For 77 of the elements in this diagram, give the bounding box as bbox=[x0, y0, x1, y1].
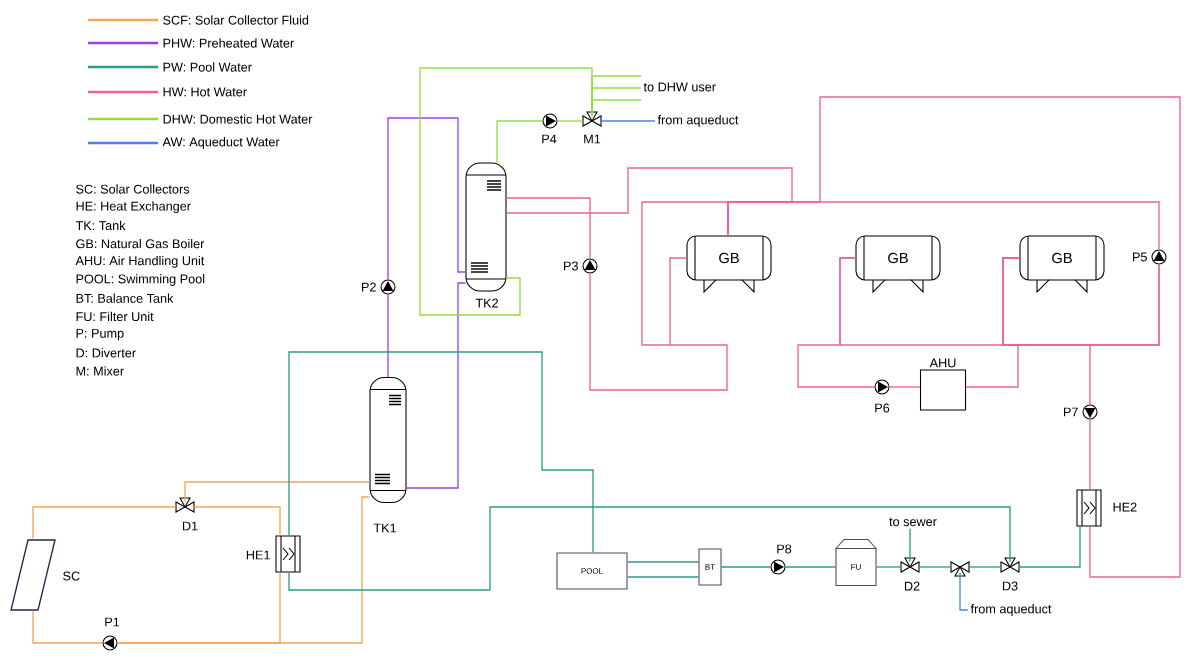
pipe bbox=[589, 257, 728, 391]
pipe bbox=[288, 351, 594, 554]
component-label: P1 bbox=[105, 617, 120, 627]
pipe bbox=[387, 293, 389, 378]
pipe bbox=[968, 566, 1002, 568]
pipe bbox=[918, 566, 952, 568]
pipe bbox=[505, 197, 591, 260]
abbreviation-text: POOL: Swimming Pool bbox=[76, 274, 205, 286]
pipe bbox=[1002, 257, 1091, 406]
pipe bbox=[32, 610, 104, 644]
component-label: P6 bbox=[875, 403, 890, 413]
boiler: GB bbox=[855, 235, 941, 294]
filter-unit: FU bbox=[835, 538, 877, 587]
pipe bbox=[720, 566, 772, 568]
legend-text: SCF: Solar Collector Fluid bbox=[163, 15, 309, 25]
component-label: TK2 bbox=[475, 298, 498, 308]
component-label: P2 bbox=[362, 282, 376, 292]
pipe bbox=[626, 576, 700, 578]
component-label: D3 bbox=[1002, 581, 1018, 591]
component-label: P3 bbox=[564, 261, 578, 271]
pipe-label: to sewer bbox=[889, 517, 937, 527]
pipe bbox=[1089, 418, 1091, 491]
component-label: SC bbox=[63, 571, 80, 581]
pipe bbox=[32, 506, 177, 540]
component-label: HE2 bbox=[1113, 502, 1137, 512]
component-label: M1 bbox=[584, 134, 601, 144]
pipe bbox=[419, 67, 593, 316]
boiler: GB bbox=[686, 235, 772, 294]
pipe bbox=[797, 257, 876, 388]
pipe bbox=[1018, 525, 1081, 568]
component-label: D2 bbox=[904, 581, 920, 591]
pipe bbox=[875, 566, 902, 568]
pipe bbox=[116, 496, 371, 644]
pipe bbox=[288, 506, 1011, 591]
component-label: P8 bbox=[777, 544, 792, 554]
legend-text: HW: Hot Water bbox=[163, 87, 247, 97]
equipment-box: POOL bbox=[556, 552, 628, 590]
component-label: P5 bbox=[1133, 252, 1147, 262]
abbreviation-text: AHU: Air Handling Unit bbox=[75, 255, 205, 268]
abbreviation-text: P: Pump bbox=[76, 328, 124, 341]
abbreviation-text: M: Mixer bbox=[76, 366, 124, 376]
pipe bbox=[626, 561, 700, 563]
pipe bbox=[888, 386, 921, 388]
component-label: D1 bbox=[182, 521, 198, 531]
abbreviation-text: SC: Solar Collectors bbox=[76, 184, 190, 194]
boiler: GB bbox=[1019, 235, 1105, 294]
pipe bbox=[959, 571, 969, 611]
pipe bbox=[387, 117, 467, 281]
pipe bbox=[727, 96, 1181, 578]
pipe bbox=[496, 120, 544, 164]
component-label: P4 bbox=[542, 134, 557, 144]
legend-text: PHW: Preheated Water bbox=[163, 38, 294, 48]
equipment-box: BT bbox=[698, 548, 722, 586]
abbreviation-text: BT: Balance Tank bbox=[76, 293, 174, 303]
legend-text: PW: Pool Water bbox=[163, 62, 252, 72]
pipe bbox=[405, 282, 467, 489]
pipe-label: from aqueduct bbox=[657, 115, 739, 127]
abbreviation-text: D: Diverter bbox=[76, 348, 136, 358]
pipe bbox=[193, 506, 281, 537]
pipe bbox=[184, 481, 371, 503]
component-label: HE1 bbox=[246, 550, 270, 560]
abbreviation-text: GB: Natural Gas Boiler bbox=[76, 238, 205, 249]
abbreviation-text: HE: Heat Exchanger bbox=[76, 201, 191, 214]
legend-text: AW: Aqueduct Water bbox=[162, 137, 280, 149]
pipe bbox=[784, 566, 837, 568]
valve-symbol bbox=[950, 561, 970, 577]
abbreviation-text: FU: Filter Unit bbox=[76, 311, 154, 322]
pipe-label: to DHW user bbox=[643, 82, 716, 92]
pipe bbox=[909, 528, 911, 563]
component-label: TK1 bbox=[373, 523, 396, 533]
pipe bbox=[600, 120, 656, 122]
pipe bbox=[556, 120, 584, 122]
component-label: P7 bbox=[1064, 407, 1078, 417]
abbreviation-text: TK: Tank bbox=[75, 220, 126, 231]
component-label: AHU bbox=[929, 358, 956, 368]
legend-text: DHW: Domestic Hot Water bbox=[163, 114, 313, 124]
pipe-label: from aqueduct bbox=[970, 604, 1052, 616]
